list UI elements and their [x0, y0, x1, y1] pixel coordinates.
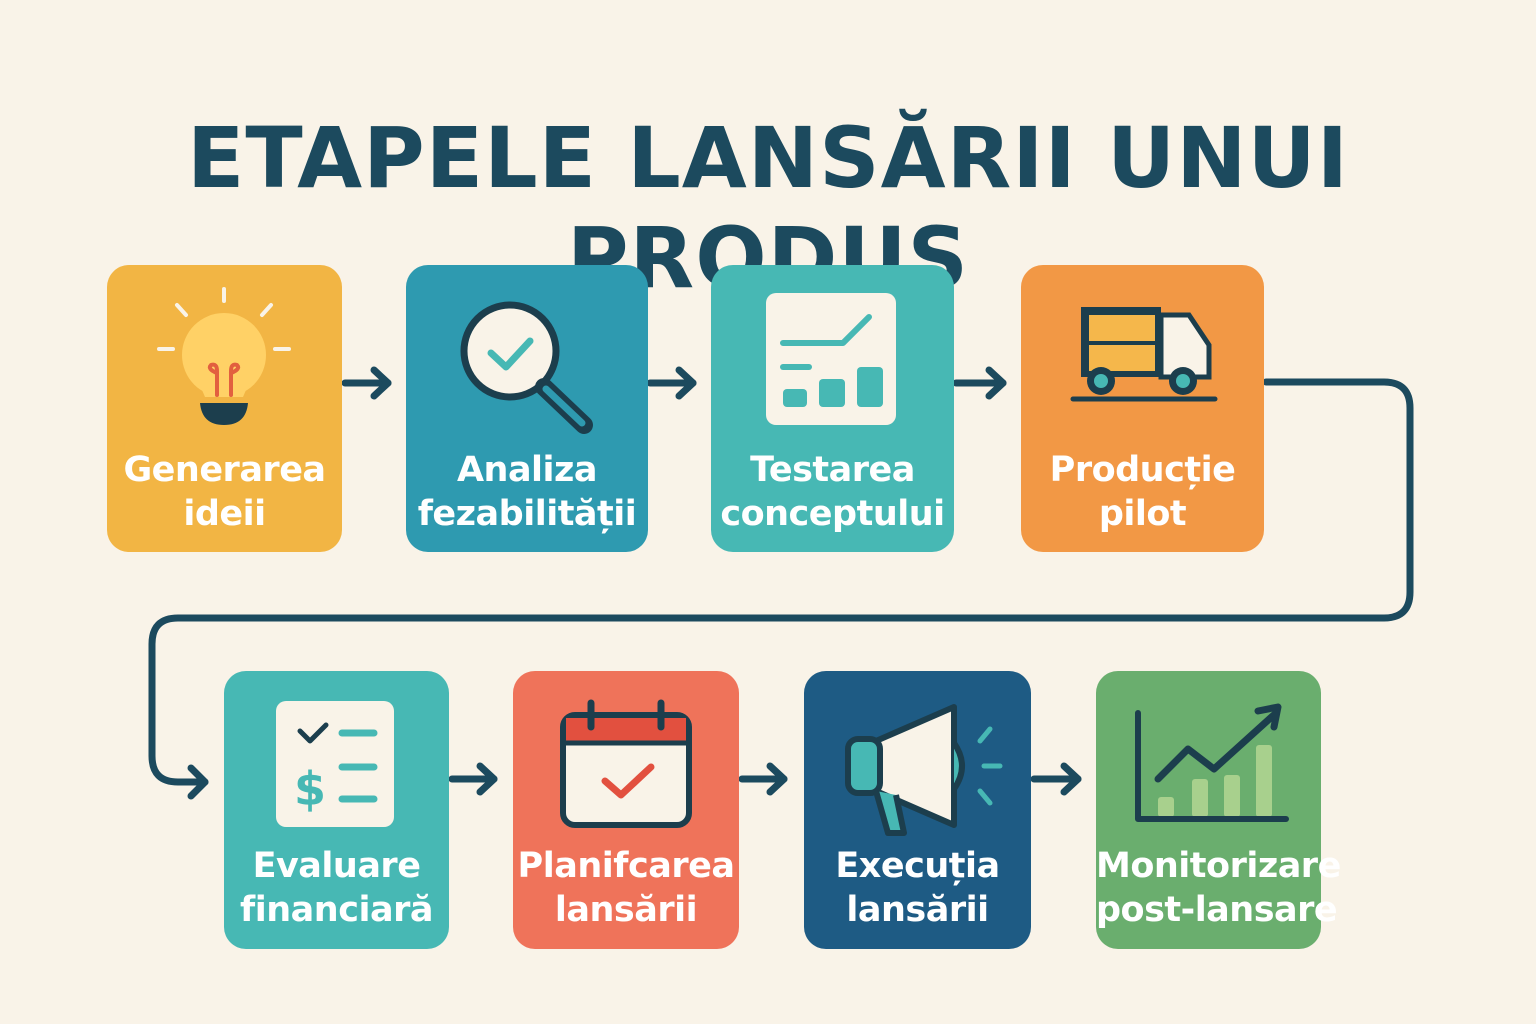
arrow-1-2: [341, 366, 392, 400]
chart-test-icon: [766, 293, 896, 425]
step-card-5: $ Evaluare financiară: [224, 671, 449, 949]
arrow-6-7: [738, 762, 788, 796]
svg-text:$: $: [294, 762, 326, 816]
growth-chart-icon: [1135, 703, 1289, 822]
step-2-label-line1: Analiza: [456, 450, 598, 490]
step-card-6: Planifcarea lansării: [513, 671, 739, 949]
step-5-label-line2: financiară: [240, 890, 433, 930]
step-7-label-line2: lansării: [846, 890, 989, 930]
step-2-label-line2: fezabilității: [417, 494, 637, 534]
lightbulb-icon: [157, 287, 291, 425]
arrow-5-6: [448, 762, 498, 796]
step-4-label-line2: pilot: [1098, 494, 1187, 534]
arrow-3-4: [952, 366, 1007, 400]
step-8-label-line2: post-lansare: [1096, 890, 1338, 930]
step-card-7: Execuția lansării: [804, 671, 1031, 949]
step-card-2: Analiza fezabilității: [406, 265, 648, 552]
wrap-arrowhead: [187, 764, 209, 800]
step-6-label-line2: lansării: [554, 890, 698, 930]
step-card-8: Monitorizare post-lansare: [1096, 671, 1341, 949]
step-5-label-line1: Evaluare: [252, 846, 421, 886]
step-4-label-line1: Producție: [1049, 450, 1236, 490]
finance-checklist-icon: $: [276, 701, 394, 827]
step-1-label-line1: Generarea: [123, 450, 326, 490]
step-8-label-line1: Monitorizare: [1096, 846, 1341, 886]
step-card-1: Generarea ideii: [107, 265, 342, 552]
arrow-7-8: [1030, 762, 1082, 796]
step-6-label-line1: Planifcarea: [517, 846, 735, 886]
diagram-title: ETAPELE LANSĂRII UNUI PRODUS: [186, 109, 1349, 307]
step-7-label-line1: Execuția: [835, 846, 1000, 886]
calendar-check-icon: [560, 699, 692, 828]
step-1-label-line2: ideii: [183, 494, 266, 534]
megaphone-icon: [845, 704, 1003, 836]
wrap-connector: [148, 378, 1414, 786]
step-card-4: Producție pilot: [1021, 265, 1264, 552]
step-3-label-line2: conceptului: [720, 494, 945, 534]
magnifier-check-icon: [460, 301, 593, 434]
step-3-label-line1: Testarea: [750, 450, 915, 490]
step-card-3: Testarea conceptului: [711, 265, 954, 552]
arrow-2-3: [646, 366, 697, 400]
truck-icon: [1070, 307, 1218, 402]
